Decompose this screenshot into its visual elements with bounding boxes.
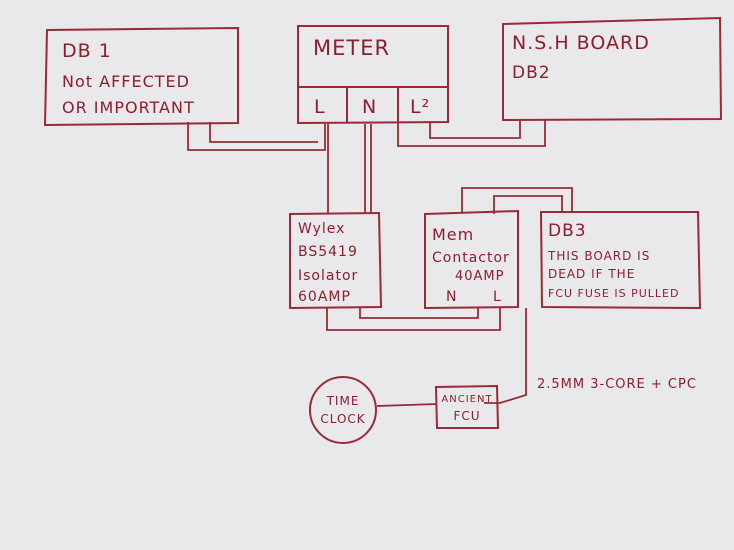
wire-meter-nsh-return <box>429 120 521 139</box>
contactor-terminal-l: L <box>493 289 502 305</box>
db3-note-line2: DEAD IF THE <box>548 267 635 281</box>
meter-terminal-n: N <box>362 96 377 118</box>
db3-box: DB3 THIS BOARD IS DEAD IF THE FCU FUSE I… <box>539 211 702 310</box>
isolator-line4: 60AMP <box>298 289 351 305</box>
nsh-board-box: N.S.H BOARD DB2 <box>502 16 723 122</box>
db1-note-line2: OR IMPORTANT <box>62 98 195 117</box>
isolator-box: Wylex BS5419 Isolator 60AMP <box>289 211 383 310</box>
wire-db3-fcu <box>484 308 527 404</box>
wire-isolator-contactor-1 <box>326 308 501 331</box>
contactor-line2: Contactor <box>432 250 510 266</box>
cable-label: 2.5MM 3-CORE + CPC <box>537 377 697 392</box>
wire-db1-meter-return <box>209 122 318 143</box>
db1-title: DB 1 <box>62 40 112 62</box>
db1-box: DB 1 Not AFFECTED OR IMPORTANT <box>43 26 239 127</box>
nsh-board-title: N.S.H BOARD <box>512 32 650 54</box>
nsh-board-subtitle: DB2 <box>512 63 551 83</box>
meter-box: METER L N L² <box>297 25 449 125</box>
meter-terminal-l2: L² <box>410 96 430 118</box>
contactor-line1: Mem <box>432 225 474 244</box>
wire-fcu-timeclock <box>376 403 438 407</box>
timeclock-line1: TIME <box>326 394 360 408</box>
meter-title: METER <box>313 36 390 60</box>
db1-note-line1: Not AFFECTED <box>62 72 190 91</box>
timeclock-line2: CLOCK <box>320 412 365 426</box>
fcu-line2: FCU <box>453 409 480 423</box>
wire-contactor-db3-inner <box>493 195 563 214</box>
fcu-line1: ANCIENT <box>441 394 492 405</box>
contactor-terminal-n: N <box>446 289 457 305</box>
contactor-line3: 40AMP <box>455 269 505 284</box>
isolator-line1: Wylex <box>298 221 345 237</box>
fcu-box: ANCIENT FCU <box>434 384 500 429</box>
contactor-box: Mem Contactor 40AMP N L <box>424 209 519 310</box>
db3-title: DB3 <box>548 221 587 241</box>
meter-terminal-l: L <box>314 96 326 118</box>
wires <box>187 120 573 407</box>
wire-isolator-contactor-2 <box>359 308 479 319</box>
db3-note-line3: FCU FUSE IS PULLED <box>548 287 679 300</box>
db3-note-line1: THIS BOARD IS <box>547 249 650 263</box>
timeclock-circle: TIME CLOCK <box>309 376 377 444</box>
wire-meter-nsh <box>397 120 546 147</box>
isolator-line3: Isolator <box>298 268 358 284</box>
wire-db1-meter <box>187 122 326 151</box>
isolator-line2: BS5419 <box>298 244 358 260</box>
wire-contactor-db3-outer <box>461 187 573 212</box>
